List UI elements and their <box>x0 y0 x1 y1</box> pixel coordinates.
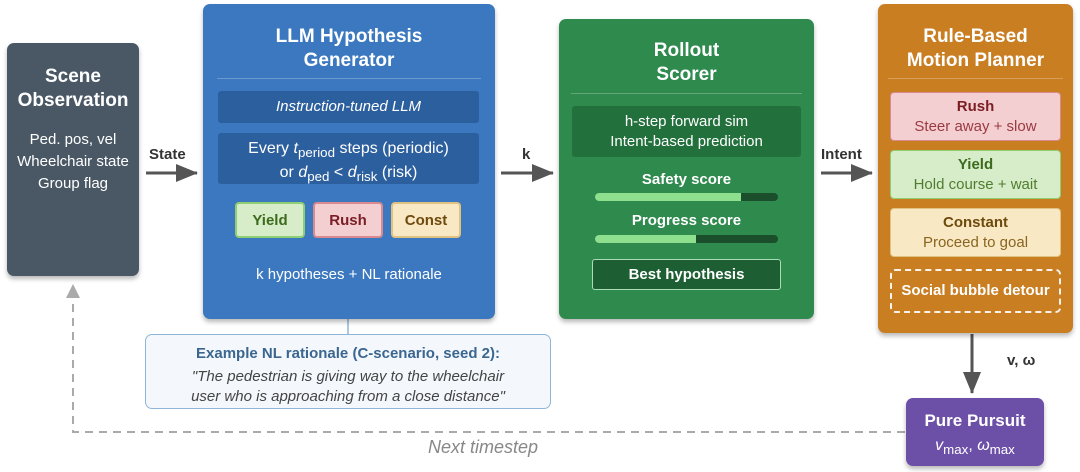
intent-yield: Yield Hold course + wait <box>890 150 1061 199</box>
llm-title-line2: Generator <box>303 50 395 71</box>
progress-score-label: Progress score <box>631 212 742 229</box>
example-rationale-title: Example NL rationale (C-scenario, seed 2… <box>196 345 500 362</box>
rollout-sim-box: h-step forward sim Intent-based predicti… <box>572 106 801 157</box>
intent-constant-name: Constant <box>943 214 1008 231</box>
motion-planner-box: Rule-Based Motion Planner Rush Steer awa… <box>878 4 1073 333</box>
progress-score-fill <box>595 235 696 243</box>
safety-score-fill <box>595 193 742 201</box>
llm-title-divider <box>217 78 481 79</box>
example-rationale-line2: user who is approaching from a close dis… <box>191 388 505 405</box>
best-hypothesis-box: Best hypothesis <box>592 259 781 290</box>
rollout-sim-line1: h-step forward sim <box>624 113 749 130</box>
planner-title-line2: Motion Planner <box>906 50 1045 71</box>
rollout-scorer-box: Rollout Scorer h-step forward sim Intent… <box>559 19 814 319</box>
llm-title-line1: LLM Hypothesis <box>275 26 423 47</box>
rollout-title-line1: Rollout <box>653 40 720 61</box>
rollout-sim-line2: Intent-based prediction <box>610 133 763 150</box>
chip-rush: Rush <box>313 202 383 238</box>
scene-observation-box: Scene Observation Ped. pos, vel Wheelcha… <box>7 43 139 276</box>
scene-title-line2: Observation <box>17 90 129 111</box>
safety-score-bar <box>595 193 778 201</box>
intent-rush-desc: Steer away + slow <box>914 118 1037 135</box>
progress-score-bar <box>595 235 778 243</box>
arrow-next-timestep <box>66 284 905 433</box>
llm-model-label: Instruction-tuned LLM <box>218 91 479 123</box>
intent-yield-desc: Hold course + wait <box>913 176 1038 193</box>
scene-line-wheelchair: Wheelchair state <box>17 153 129 170</box>
pure-pursuit-box: Pure Pursuit vmax, ωmax <box>906 398 1044 466</box>
intent-rush-name: Rush <box>956 98 995 115</box>
planner-title-divider <box>888 78 1063 79</box>
planner-title-line1: Rule-Based <box>923 26 1028 47</box>
example-rationale-line1: "The pedestrian is giving way to the whe… <box>191 368 505 385</box>
label-intent: Intent <box>821 146 862 163</box>
chip-const: Const <box>391 202 461 238</box>
social-bubble-detour: Social bubble detour <box>890 269 1061 313</box>
label-state: State <box>149 146 186 163</box>
llm-trigger-box: Every tperiod steps (periodic) or dped <… <box>218 133 479 184</box>
intent-rush: Rush Steer away + slow <box>890 92 1061 141</box>
llm-trigger-line1: Every tperiod steps (periodic) <box>248 140 449 161</box>
llm-generator-box: LLM Hypothesis Generator Instruction-tun… <box>203 4 495 319</box>
intent-constant: Constant Proceed to goal <box>890 208 1061 257</box>
label-v-omega: v, ω <box>1007 352 1036 369</box>
rollout-title-line2: Scorer <box>656 64 717 85</box>
label-k: k <box>522 146 531 163</box>
intent-yield-name: Yield <box>957 156 994 173</box>
pursuit-limits: vmax, ωmax <box>935 437 1015 458</box>
chip-yield: Yield <box>235 202 305 238</box>
example-rationale-box: Example NL rationale (C-scenario, seed 2… <box>145 334 551 409</box>
intent-constant-desc: Proceed to goal <box>922 234 1029 251</box>
safety-score-label: Safety score <box>641 171 732 188</box>
llm-output-label: k hypotheses + NL rationale <box>256 266 442 283</box>
label-next-timestep: Next timestep <box>428 437 539 457</box>
pursuit-title: Pure Pursuit <box>924 411 1026 430</box>
scene-line-ped: Ped. pos, vel <box>29 131 117 148</box>
scene-line-group: Group flag <box>37 175 109 192</box>
rollout-title-divider <box>571 93 802 94</box>
scene-title-line1: Scene <box>45 66 101 87</box>
llm-trigger-line2: or dped < drisk (risk) <box>279 164 418 185</box>
